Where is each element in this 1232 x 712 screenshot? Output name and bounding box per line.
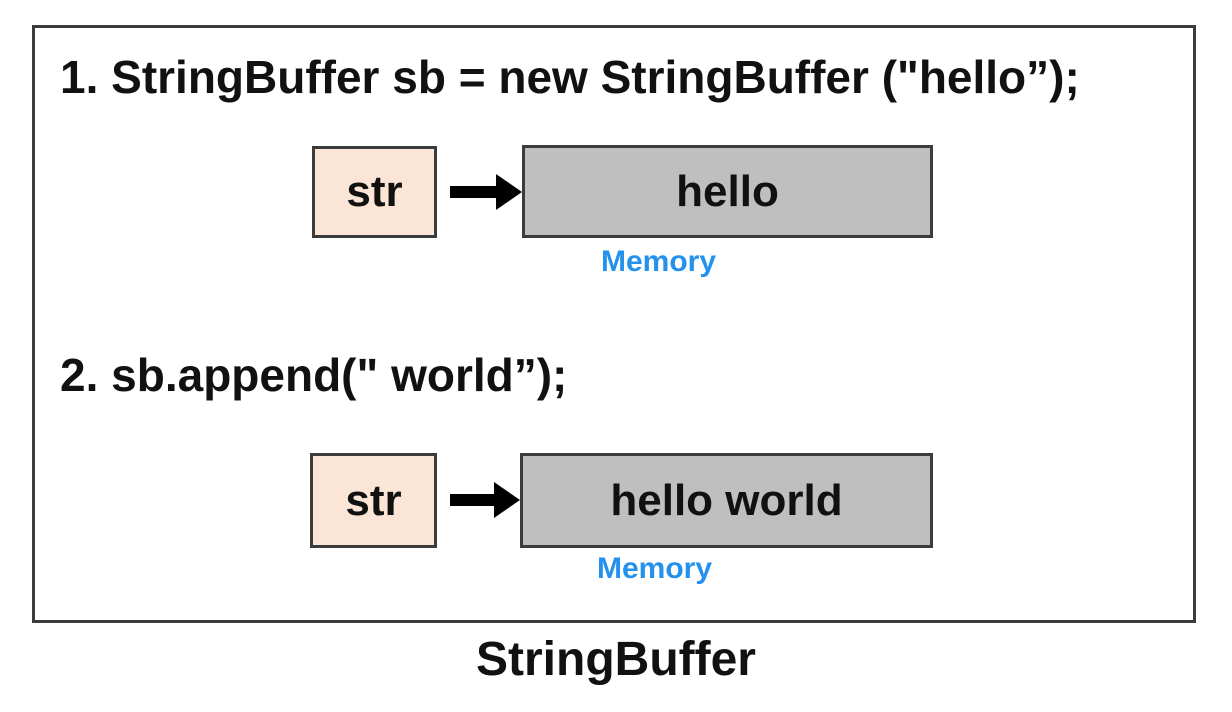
variable-box-label: str <box>346 167 403 216</box>
variable-box-str-2: str <box>310 453 437 548</box>
memory-caption-2: Memory <box>597 552 713 585</box>
variable-box-str-1: str <box>312 146 437 238</box>
arrow-right-icon <box>450 186 498 198</box>
memory-box-value: hello world <box>610 475 843 525</box>
arrow-right-icon <box>494 482 520 518</box>
memory-box-1: hello <box>522 145 933 238</box>
memory-box-2: hello world <box>520 453 933 548</box>
memory-box-value: hello <box>676 166 779 216</box>
arrow-right-icon <box>496 174 522 210</box>
page-title: StringBuffer <box>476 633 756 686</box>
arrow-right-icon <box>450 494 496 506</box>
variable-box-label: str <box>345 475 402 525</box>
code-statement-1: 1. StringBuffer sb = new StringBuffer ("… <box>60 51 1080 103</box>
memory-caption-1: Memory <box>601 245 717 278</box>
code-statement-2: 2. sb.append(" world”); <box>60 349 568 401</box>
